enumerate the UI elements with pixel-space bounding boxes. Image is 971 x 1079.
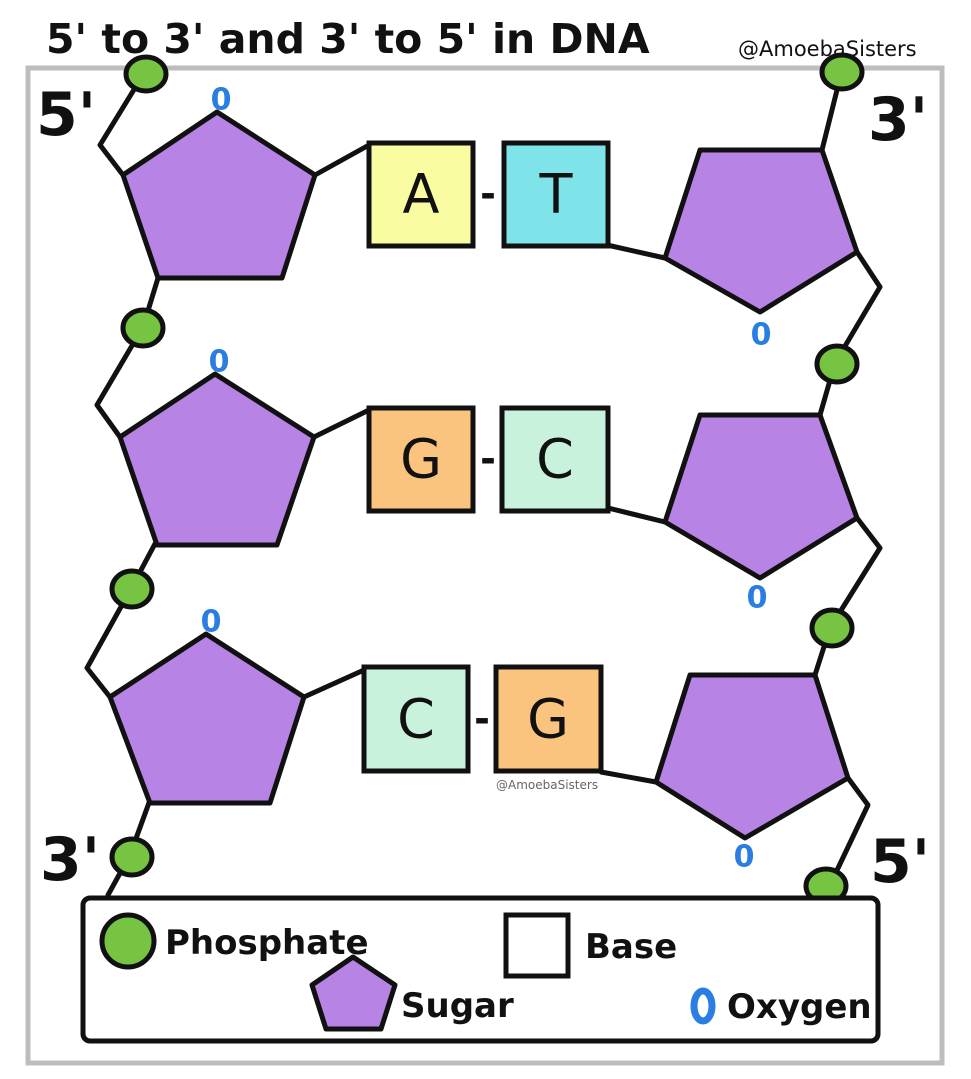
oxygen-right-3: 0 xyxy=(734,840,755,875)
base-box-1-left xyxy=(366,140,476,249)
base-box-2-left xyxy=(366,405,476,514)
oxygen-right-1: 0 xyxy=(751,318,772,353)
legend-base-label: Base xyxy=(585,927,677,967)
base-letter-1-left: A xyxy=(403,163,440,226)
oxygen-left-1: 0 xyxy=(211,83,232,118)
phosphate-right-2 xyxy=(809,607,855,649)
sugar-pentagon-left-2 xyxy=(117,371,317,548)
legend-sugar-icon xyxy=(309,954,398,1032)
base-box-3-left xyxy=(361,664,471,774)
diagram-title: 5' to 3' and 3' to 5' in DNA xyxy=(46,15,650,63)
end-label-left-top: 5' xyxy=(36,80,96,150)
base-letter-3-left: C xyxy=(397,688,435,751)
base-letter-3-right: G xyxy=(527,688,569,751)
backbone-lines xyxy=(84,67,883,898)
legend-oxygen-label: Oxygen xyxy=(727,987,872,1027)
sugar-base-line-2l xyxy=(311,407,372,440)
sugar-pentagon-left-1 xyxy=(120,109,318,281)
oxygen-left-3: 0 xyxy=(201,605,222,640)
phosphate-left-3 xyxy=(109,836,155,878)
base-box-3-right xyxy=(493,664,604,774)
right-bond-2 xyxy=(812,515,883,678)
phosphate-left-2 xyxy=(109,568,155,610)
legend-phosphate-label: Phosphate xyxy=(165,923,369,963)
legend-oxygen-icon xyxy=(690,987,716,1025)
phosphate-left-top xyxy=(123,54,169,94)
sugar-base-line-1r xyxy=(604,242,668,261)
base-box-1-right xyxy=(501,140,611,249)
sugar-pentagon-right-2 xyxy=(662,412,860,581)
base-letter-1-right: T xyxy=(539,163,574,226)
left-bond-1 xyxy=(94,275,161,440)
base-letter-2-left: G xyxy=(400,428,442,491)
base-box-2-right xyxy=(499,405,611,514)
phosphate-right-top xyxy=(819,52,865,92)
pair-separator-1: - xyxy=(480,172,496,216)
legend-box xyxy=(80,895,881,1044)
sugar-base-line-3r xyxy=(598,769,659,785)
sugar-pentagon-left-3 xyxy=(107,631,307,806)
phosphate-left-1 xyxy=(120,307,166,349)
right-bond-3 xyxy=(827,775,871,888)
end-label-left-bottom: 3' xyxy=(40,825,100,895)
sugar-base-line-3l xyxy=(301,667,367,700)
phosphate-right-1 xyxy=(814,343,860,385)
legend-base-icon xyxy=(503,912,571,979)
legend-phosphate-icon xyxy=(99,912,157,970)
oxygen-left-2: 0 xyxy=(209,345,230,380)
pair-separator-2: - xyxy=(480,437,496,481)
base-letter-2-right: C xyxy=(536,428,574,491)
pair-separator-3: - xyxy=(474,697,490,741)
legend: Phosphate Base Sugar Oxygen xyxy=(80,895,881,1044)
sugar-base-line-1l xyxy=(312,142,372,178)
sugar-pentagon-right-1 xyxy=(662,147,860,315)
left-bond-top xyxy=(97,67,149,178)
sugar-pentagon-right-3 xyxy=(653,672,851,841)
left-bond-2 xyxy=(84,537,160,700)
sugar-base-line-2r xyxy=(605,505,668,525)
legend-sugar-label: Sugar xyxy=(401,986,514,1026)
right-bond-1 xyxy=(817,249,883,418)
end-label-right-top: 3' xyxy=(868,85,928,155)
oxygen-right-2: 0 xyxy=(747,581,768,616)
credit-label: @AmoebaSisters xyxy=(738,37,917,61)
inner-credit-label: @AmoebaSisters xyxy=(496,778,598,792)
outer-frame xyxy=(25,65,945,1066)
end-label-right-bottom: 5' xyxy=(870,827,930,897)
